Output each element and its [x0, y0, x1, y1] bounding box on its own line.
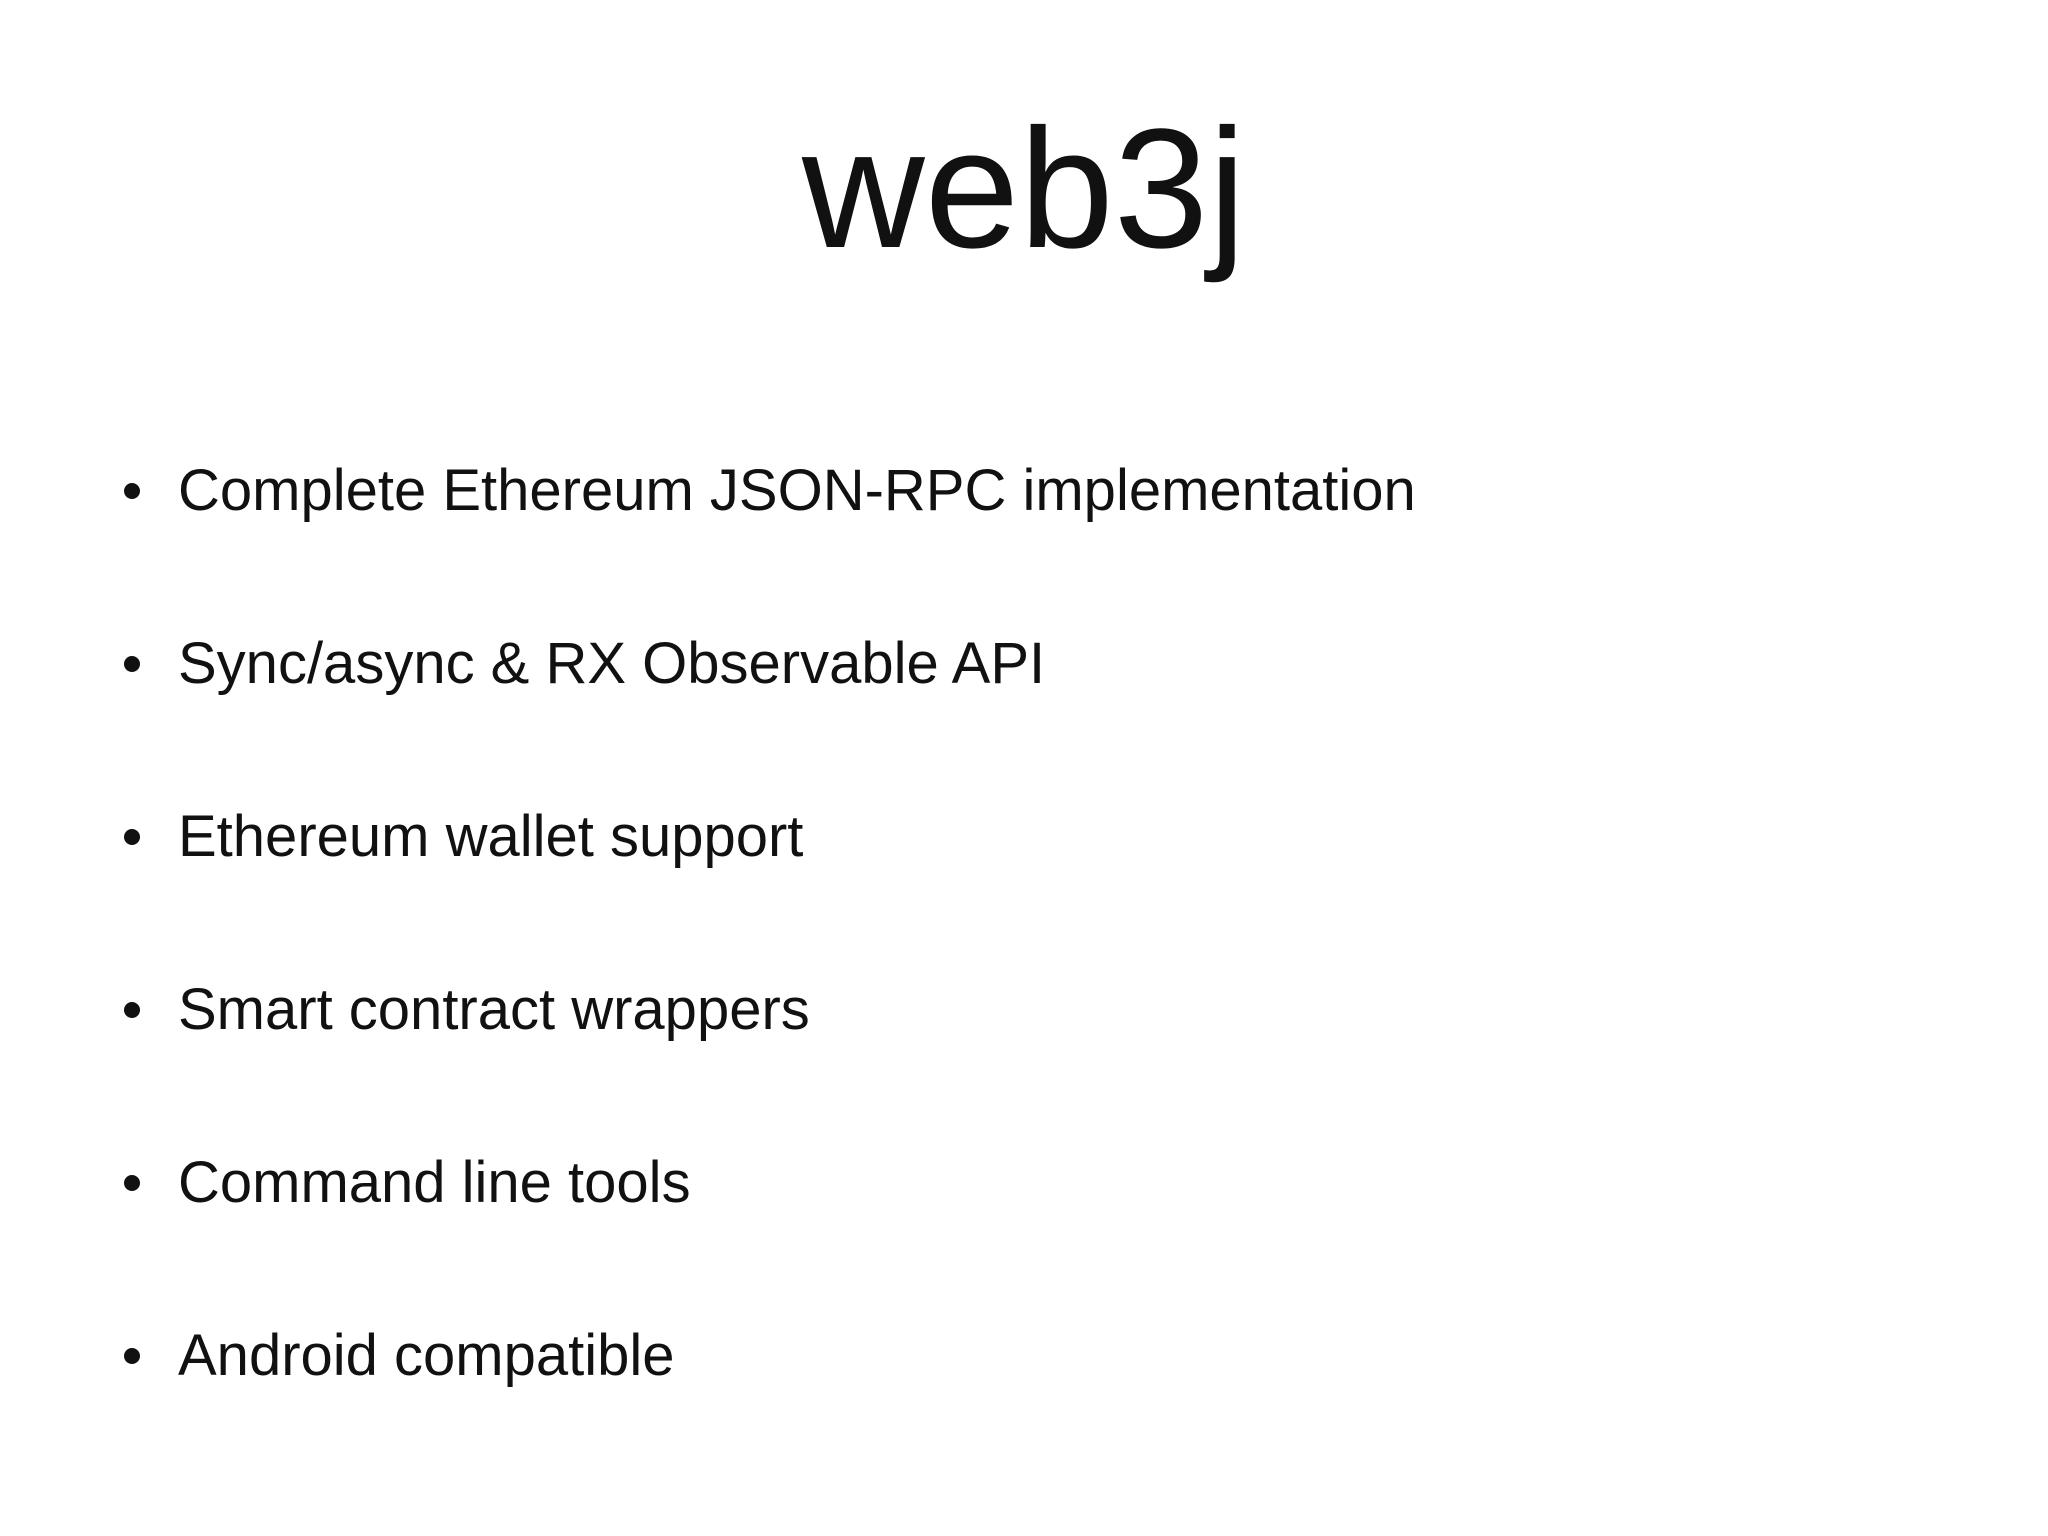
bullet-dot-icon — [124, 1174, 140, 1191]
bullet-item: Android compatible — [124, 1321, 1928, 1391]
bullet-item: Smart contract wrappers — [124, 975, 1928, 1045]
bullet-dot-icon — [124, 1347, 140, 1364]
bullet-text: Sync/async & RX Observable API — [178, 630, 1046, 696]
bullet-text: Complete Ethereum JSON-RPC implementatio… — [178, 457, 1416, 523]
bullet-text: Ethereum wallet support — [178, 803, 804, 869]
bullet-item: Complete Ethereum JSON-RPC implementatio… — [124, 456, 1928, 526]
bullet-item: Command line tools — [124, 1148, 1928, 1218]
bullet-dot-icon — [124, 655, 140, 672]
bullet-item: Sync/async & RX Observable API — [124, 629, 1928, 699]
bullet-list: Complete Ethereum JSON-RPC implementatio… — [0, 456, 2048, 1391]
slide-title: web3j — [801, 94, 1247, 284]
bullet-dot-icon — [124, 828, 140, 845]
bullet-dot-icon — [124, 1001, 140, 1018]
bullet-text: Android compatible — [178, 1322, 675, 1388]
bullet-text: Command line tools — [178, 1149, 691, 1215]
bullet-item: Ethereum wallet support — [124, 802, 1928, 872]
bullet-text: Smart contract wrappers — [178, 976, 810, 1042]
bullet-dot-icon — [124, 482, 140, 499]
